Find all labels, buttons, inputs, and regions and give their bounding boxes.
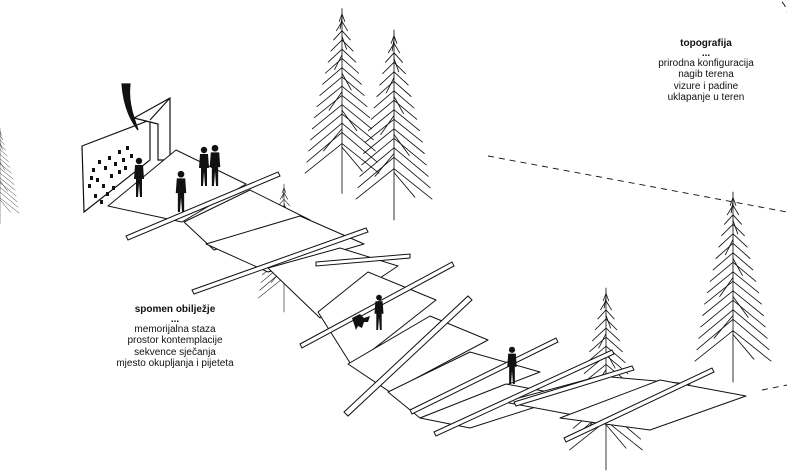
topography-note-item: prirodna konfiguracija	[640, 58, 772, 70]
memorial-note-item: sekvence sječanja	[100, 347, 250, 359]
memorial-note-item: mjesto okupljanja i pijeteta	[100, 358, 250, 370]
memorial-note-item: prostor kontemplacije	[100, 335, 250, 347]
topography-note-item: uklapanje u teren	[640, 92, 772, 104]
conifer-tree-icon	[695, 192, 771, 382]
memorial-note-separator: ...	[100, 316, 250, 324]
topography-note-item: vizure i padine	[640, 81, 772, 93]
memorial-note-item: memorijalna staza	[100, 324, 250, 336]
memorial-note: spomen obilježje ... memorijalna staza p…	[100, 304, 250, 370]
topography-note-separator: ...	[640, 50, 772, 58]
conifer-tree-icon	[0, 129, 19, 224]
topography-note: topografija ... prirodna konfiguracija n…	[640, 38, 772, 104]
topography-note-item: nagib terena	[640, 69, 772, 81]
conifer-tree-icon	[305, 9, 379, 194]
